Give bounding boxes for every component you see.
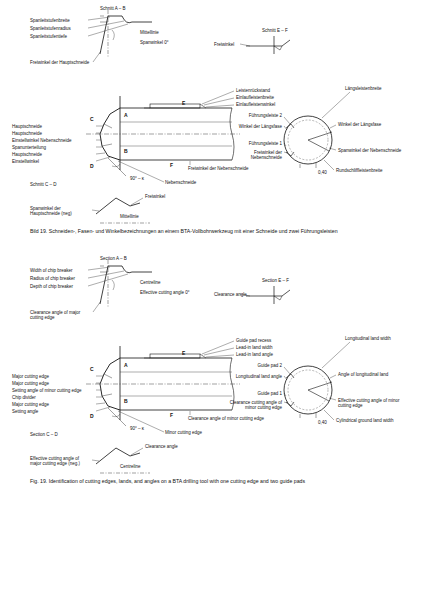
callout-label: Spanwinkel der Hauptschneide (neg) (30, 206, 90, 217)
callout-label: Winkel der Längsfase (338, 122, 413, 127)
callout-label: 90° – κ (130, 426, 144, 431)
section-letter: D (90, 163, 94, 169)
callout-label: Spanwinkel 0° (140, 40, 169, 45)
callout-label: Winkel der Längsfase (226, 124, 282, 129)
callout-label: Freiwinkel (145, 194, 165, 199)
section-letter: F (170, 162, 173, 168)
callout-label: Freiwinkel der Hauptschneide (30, 60, 90, 65)
callout-label: Angle of longitudinal land (338, 372, 413, 377)
callout-label: Einstellwinkel (12, 159, 39, 164)
callout-label: Depth of chip breaker (30, 284, 73, 289)
callout-label: Minor cutting edge (165, 430, 202, 435)
section-letter: F (170, 412, 173, 418)
callout-label: Longitudinal land width (345, 336, 391, 341)
callout-label: Clearance angle of major cutting edge (30, 310, 90, 321)
callout-label: Einlaufleistenwinkel (236, 102, 275, 107)
section-letter: B (124, 148, 128, 154)
callout-label: Spanleitstufenradius (30, 26, 71, 31)
callout-label: Clearance angle (145, 444, 178, 449)
callout-label: 0,40 (318, 420, 327, 425)
callout-label: Freiwinkel (214, 42, 234, 47)
callout-label: Spanwinkel der Nebenschneide (338, 148, 413, 153)
callout-label: Longitudinal land angle (226, 374, 282, 379)
figure-caption: Fig. 19. Identification of cutting edges… (30, 478, 400, 484)
callout-label: Hauptschneide (12, 124, 42, 129)
callout-label: Leistenrückstand (236, 88, 270, 93)
callout-label: Clearance angle of minor cutting edge (188, 416, 264, 421)
callout-label: Lead-in land angle (236, 352, 273, 357)
figure-caption: Bild 19. Schneiden-, Fasen- und Winkelbe… (30, 228, 400, 234)
callout-label: Setting angle (12, 409, 38, 414)
section-letter: E (182, 100, 185, 106)
callout-label: Mittellinie (140, 30, 159, 35)
callout-label: Freiwinkel der Nebenschneide (226, 150, 282, 161)
section-letter: A (124, 112, 128, 118)
callout-label: Nebenschneide (165, 180, 196, 185)
callout-label: Setting angle of minor cutting edge (12, 388, 82, 393)
callout-label: Schnitt A – B (100, 6, 126, 11)
callout-label: Freiwinkel der Nebenschneide (188, 166, 249, 171)
callout-label: Effective cutting angle of major cutting… (30, 456, 90, 467)
callout-label: Chip divider (12, 395, 36, 400)
section-letter: B (124, 398, 128, 404)
callout-label: Guide pad recess (236, 338, 271, 343)
section-letter: C (90, 366, 94, 372)
callout-label: Major cutting edge (12, 374, 49, 379)
callout-label: Schnitt E – F (262, 28, 288, 33)
english-drawing (86, 260, 350, 473)
callout-label: Cylindrical ground land width (336, 418, 394, 423)
german-drawing (86, 10, 350, 223)
callout-label: Einlaufleistenbreite (236, 95, 274, 100)
callout-label: Major cutting edge (12, 381, 49, 386)
section-letter: E (182, 350, 185, 356)
callout-label: Effective cutting angle 0° (140, 290, 190, 295)
callout-label: Major cutting edge (12, 402, 49, 407)
section-letter: D (90, 413, 94, 419)
callout-label: Clearance cutting angle of minor cutting… (226, 400, 282, 411)
callout-label: Radius of chip breaker (30, 276, 75, 281)
callout-label: Guide pad 1 (226, 391, 282, 396)
callout-label: Längsleistenbreite (345, 86, 382, 91)
callout-label: Centreline (140, 280, 161, 285)
callout-label: Mittellinie (120, 214, 139, 219)
callout-label: Section C – D (30, 432, 58, 437)
callout-label: 90° – κ (130, 176, 144, 181)
callout-label: Clearance angle (214, 292, 247, 297)
callout-label: 0,40 (318, 170, 327, 175)
callout-label: Section A – B (100, 256, 127, 261)
section-letter: C (90, 116, 94, 122)
callout-label: Einstellwinkel Nebenschneide (12, 138, 72, 143)
callout-label: Führungsleiste 2 (226, 113, 282, 118)
callout-label: Effective cutting angle of minor cutting… (338, 398, 413, 409)
callout-label: Spanunterteilung (12, 145, 46, 150)
callout-label: Hauptschneide (12, 152, 42, 157)
callout-label: Lead-in land width (236, 345, 273, 350)
callout-label: Spanleitstufentiefe (30, 34, 67, 39)
callout-label: Rundschliffleistenbreite (336, 168, 382, 173)
callout-label: Schnitt C – D (30, 182, 57, 187)
section-letter: A (124, 362, 128, 368)
callout-label: Hauptschneide (12, 131, 42, 136)
callout-label: Section E – F (262, 278, 289, 283)
callout-label: Guide pad 2 (226, 363, 282, 368)
callout-label: Width of chip breaker (30, 268, 73, 273)
callout-label: Führungsleiste 1 (226, 141, 282, 146)
callout-label: Centreline (120, 464, 141, 469)
callout-label: Spanleitstufenbreite (30, 18, 70, 23)
